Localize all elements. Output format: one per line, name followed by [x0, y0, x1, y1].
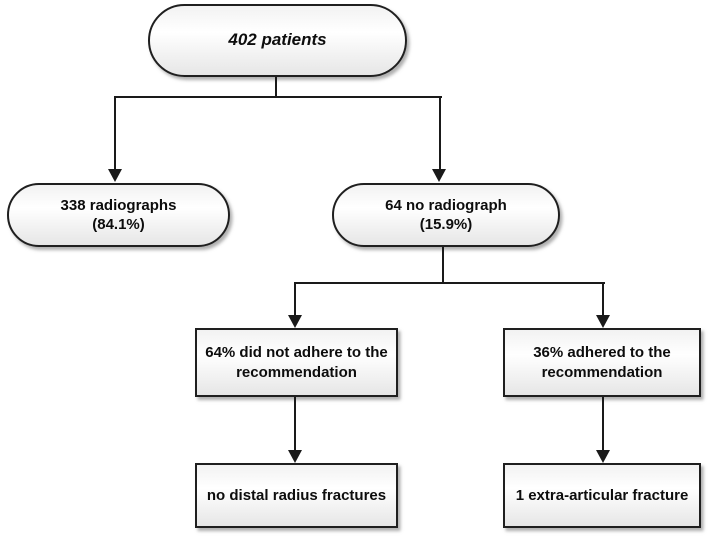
connector-to-no-fractures — [294, 397, 296, 452]
connector-no-radiograph-hbar — [294, 282, 605, 284]
arrowhead-radiographs-icon — [108, 169, 122, 182]
arrowhead-not-adhere-icon — [288, 315, 302, 328]
node-patients: 402 patients — [148, 4, 407, 77]
connector-patients-stub — [275, 77, 277, 98]
node-not-adhere-line1: 64% did not adhere to the — [205, 344, 388, 361]
node-no-radiograph-line2: (15.9%) — [419, 216, 473, 233]
arrowhead-no-fractures-icon — [288, 450, 302, 463]
connector-to-radiographs — [114, 96, 116, 171]
node-not-adhere: 64% did not adhere to the recommendation — [195, 328, 398, 397]
node-radiographs: 338 radiographs (84.1%) — [7, 183, 230, 247]
node-radiographs-line1: 338 radiographs — [60, 196, 177, 214]
node-no-radiograph: 64 no radiograph (15.9%) — [332, 183, 560, 247]
arrowhead-no-radiograph-icon — [432, 169, 446, 182]
node-adhere: 36% adhered to the recommendation — [503, 328, 701, 397]
node-no-fractures: no distal radius fractures — [195, 463, 398, 528]
connector-patients-hbar — [114, 96, 442, 98]
arrowhead-adhere-icon — [596, 315, 610, 328]
arrowhead-extra-articular-icon — [596, 450, 610, 463]
node-not-adhere-line2: recommendation — [236, 363, 357, 381]
connector-to-adhere — [602, 282, 604, 317]
node-adhere-line1: 36% adhered to the — [533, 344, 671, 361]
node-adhere-line2: recommendation — [541, 363, 663, 381]
node-no-fractures-label: no distal radius fractures — [206, 486, 387, 504]
node-extra-articular: 1 extra-articular fracture — [503, 463, 701, 528]
node-patients-label: 402 patients — [228, 30, 327, 50]
connector-no-radiograph-stub — [442, 247, 444, 284]
connector-to-extra-articular — [602, 397, 604, 452]
connector-to-no-radiograph — [439, 96, 441, 171]
connector-to-not-adhere — [294, 282, 296, 317]
node-extra-articular-label: 1 extra-articular fracture — [515, 486, 689, 504]
node-no-radiograph-line1: 64 no radiograph — [385, 196, 507, 214]
node-radiographs-line2: (84.1%) — [92, 216, 145, 233]
